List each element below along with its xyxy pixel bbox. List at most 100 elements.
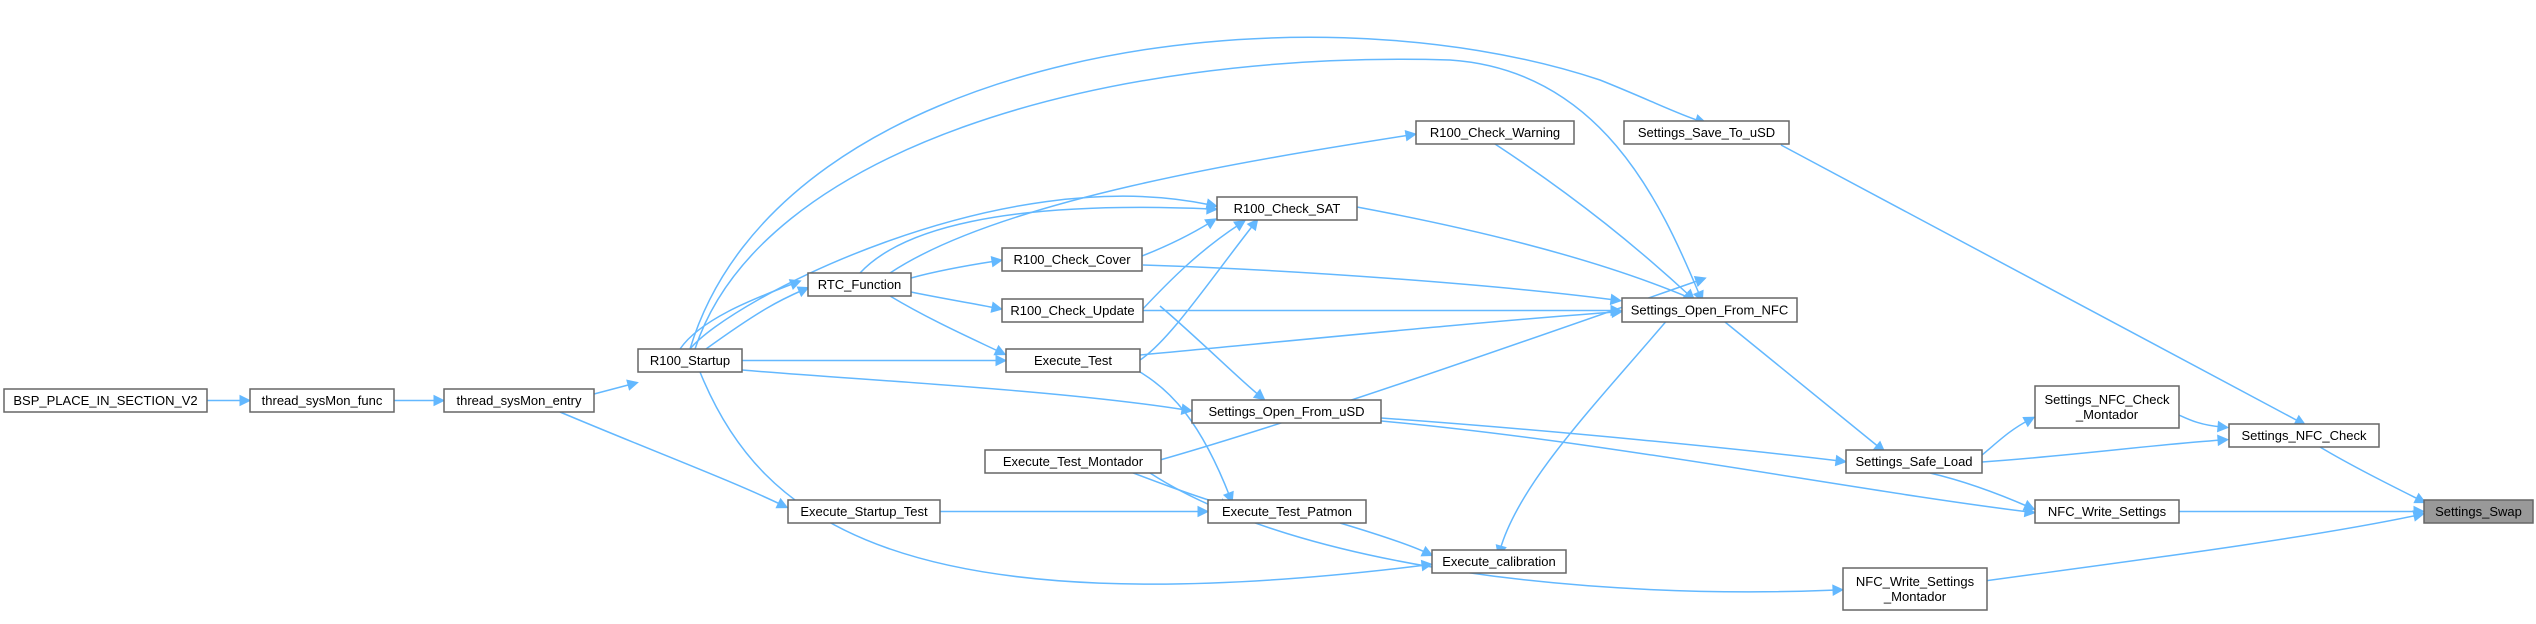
edge-line xyxy=(679,282,796,350)
node-execute-test[interactable]: Execute_Test xyxy=(1005,348,1141,373)
edge-line xyxy=(694,58,1701,350)
edge-line xyxy=(1969,514,2419,584)
node-thread-entry[interactable]: thread_sysMon_entry xyxy=(443,388,595,413)
node-settings-open-from-usd[interactable]: Settings_Open_From_uSD xyxy=(1191,399,1382,424)
edge-line xyxy=(1139,311,1617,356)
node-settings-open-from-nfc[interactable]: Settings_Open_From_NFC xyxy=(1621,297,1798,323)
call-edge xyxy=(1139,220,1246,313)
node-box xyxy=(1207,499,1367,524)
arrowhead xyxy=(2217,434,2230,447)
edge-line xyxy=(1380,417,1841,462)
node-settings-nfc-check-montador[interactable]: Settings_NFC_Check_Montador xyxy=(2034,385,2180,429)
node-box xyxy=(1415,120,1575,145)
node-execute-test-patmon[interactable]: Execute_Test_Patmon xyxy=(1207,499,1367,524)
arrowhead xyxy=(1420,559,1434,572)
node-settings-nfc-check[interactable]: Settings_NFC_Check xyxy=(2228,423,2380,448)
edge-line xyxy=(689,36,1701,350)
call-edge xyxy=(1981,416,2036,456)
call-edge xyxy=(1141,218,1218,257)
arrowhead xyxy=(626,379,639,391)
arrowhead xyxy=(1834,454,1848,467)
call-edge xyxy=(740,354,1008,367)
node-r100-startup[interactable]: R100_Startup xyxy=(637,348,743,373)
arrowhead xyxy=(788,279,802,291)
call-edge xyxy=(910,255,1004,279)
node-label: Settings_NFC_Check xyxy=(2242,428,2367,443)
node-nfc-write-settings-montador[interactable]: NFC_Write_Settings_Montador xyxy=(1842,567,1988,611)
node-label: thread_sysMon_func xyxy=(262,393,383,408)
call-edge xyxy=(910,291,1003,313)
edge-line xyxy=(1159,305,1261,397)
node-bsp[interactable]: BSP_PLACE_IN_SECTION_V2 xyxy=(3,388,208,413)
arrowhead xyxy=(1197,505,1210,518)
call-edge xyxy=(1149,472,1845,596)
arrowhead xyxy=(1205,198,1218,210)
call-edge xyxy=(1780,144,2307,426)
node-r100-check-cover[interactable]: R100_Check_Cover xyxy=(1001,247,1143,272)
node-box xyxy=(2034,385,2180,429)
node-settings-safe-load[interactable]: Settings_Safe_Load xyxy=(1845,449,1983,474)
node-box xyxy=(984,449,1162,474)
arrowhead xyxy=(1246,218,1259,232)
node-execute-calibration[interactable]: Execute_calibration xyxy=(1431,549,1567,574)
node-box xyxy=(2228,423,2380,448)
call-edge xyxy=(679,279,802,350)
edge-line xyxy=(910,291,997,309)
node-box xyxy=(637,348,743,373)
call-edge xyxy=(889,295,1007,356)
node-r100-check-update[interactable]: R100_Check_Update xyxy=(1001,298,1144,323)
node-box xyxy=(787,499,941,524)
edge-line xyxy=(2178,414,2223,428)
node-label: Execute_Startup_Test xyxy=(800,504,928,519)
node-thread-func[interactable]: thread_sysMon_func xyxy=(249,388,395,413)
arrowhead xyxy=(990,301,1003,313)
call-edge xyxy=(394,394,446,407)
node-label: Execute_Test_Montador xyxy=(1003,454,1144,469)
arrowhead xyxy=(239,394,252,407)
edge-line xyxy=(1159,279,1701,461)
arrowhead xyxy=(1611,306,1624,319)
node-settings-swap[interactable]: Settings_Swap xyxy=(2423,499,2534,524)
arrowhead xyxy=(2216,420,2230,433)
arrowhead xyxy=(995,354,1008,367)
call-edge xyxy=(689,195,1218,350)
node-settings-save-to-usd[interactable]: Settings_Save_To_uSD xyxy=(1623,120,1790,145)
arrowhead xyxy=(993,344,1007,356)
edge-line xyxy=(889,134,1411,274)
call-edge xyxy=(1143,304,1623,317)
edge-line xyxy=(593,383,633,395)
node-label: Settings_Open_From_uSD xyxy=(1208,404,1364,419)
arrowhead xyxy=(2413,492,2427,504)
node-label: Settings_NFC_Check xyxy=(2045,392,2170,407)
edge-line xyxy=(1141,221,1212,257)
node-r100-check-sat[interactable]: R100_Check_SAT xyxy=(1216,196,1358,221)
node-execute-startup-test[interactable]: Execute_Startup_Test xyxy=(787,499,941,524)
node-label: _Montador xyxy=(2075,407,2139,422)
edge-line xyxy=(741,369,1187,411)
node-box xyxy=(2423,499,2534,524)
call-edge xyxy=(2179,505,2426,518)
edge-line xyxy=(1494,143,1691,297)
call-edge xyxy=(1494,143,1696,301)
node-box xyxy=(249,388,395,413)
call-edge xyxy=(1724,321,1886,453)
call-edge xyxy=(689,36,1707,350)
call-edge xyxy=(2319,446,2427,504)
call-edge xyxy=(1159,305,1266,401)
arrowhead xyxy=(1252,388,1266,401)
edge-line xyxy=(859,206,1212,274)
edge-line xyxy=(559,411,783,506)
node-nfc-write-settings[interactable]: NFC_Write_Settings xyxy=(2034,499,2180,524)
call-edge xyxy=(705,286,810,350)
node-box xyxy=(3,388,208,413)
call-edge xyxy=(699,371,1434,585)
node-r100-check-warning[interactable]: R100_Check_Warning xyxy=(1415,120,1575,145)
node-rtc-function[interactable]: RTC_Function xyxy=(807,272,912,297)
node-label: NFC_Write_Settings xyxy=(2048,504,2167,519)
node-label: RTC_Function xyxy=(818,277,902,292)
call-edge xyxy=(1139,306,1624,356)
edge-line xyxy=(1369,419,2030,513)
node-execute-test-montador[interactable]: Execute_Test_Montador xyxy=(984,449,1162,474)
call-edge xyxy=(1139,218,1259,361)
